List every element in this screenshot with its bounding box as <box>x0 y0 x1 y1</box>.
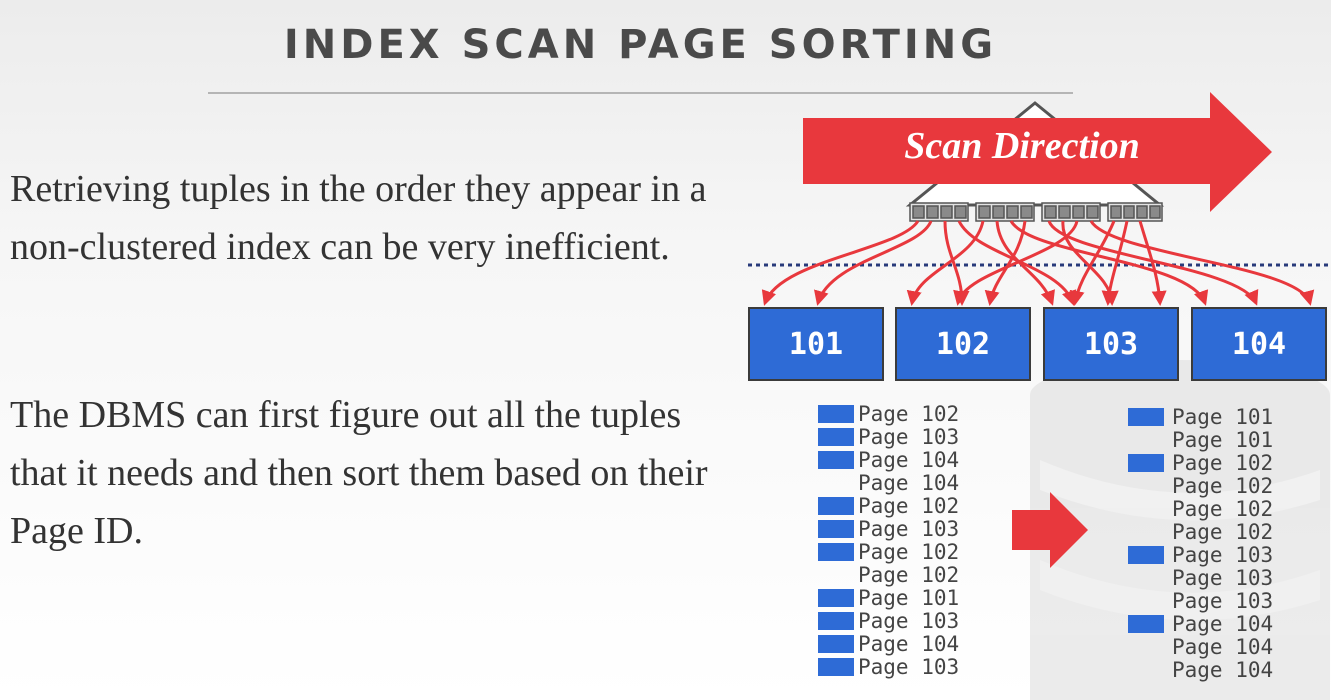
tuple-marker <box>818 543 854 561</box>
tuple-marker <box>1128 408 1164 426</box>
tuple-page-label: Page 103 <box>858 655 960 679</box>
tuple-page-label: Page 104 <box>858 448 960 472</box>
tuple-marker <box>818 612 854 630</box>
tuple-page-label: Page 104 <box>858 471 960 495</box>
tuple-marker <box>818 635 854 653</box>
index-leaf-nodes <box>909 202 1163 222</box>
tuple-page-label: Page 102 <box>1172 474 1274 498</box>
tuple-marker <box>818 405 854 423</box>
tuple-page-label: Page 103 <box>1172 543 1274 567</box>
tuple-page-label: Page 103 <box>1172 566 1274 590</box>
tuple-page-label: Page 101 <box>858 586 960 610</box>
tuple-marker <box>1128 546 1164 564</box>
tuple-page-label: Page 102 <box>858 563 960 587</box>
tuple-page-label: Page 102 <box>858 540 960 564</box>
tuple-page-label: Page 101 <box>1172 428 1274 452</box>
page-box-102: 102 <box>895 307 1031 381</box>
scan-direction-label: Scan Direction <box>904 125 1140 167</box>
tuple-marker <box>818 589 854 607</box>
tuple-marker <box>818 451 854 469</box>
tuple-page-label: Page 103 <box>858 425 960 449</box>
tuple-marker <box>1128 615 1164 633</box>
tuple-page-label: Page 104 <box>1172 612 1274 636</box>
page-box-103: 103 <box>1043 307 1179 381</box>
paragraph-sort-by-page-id: The DBMS can first figure out all the tu… <box>10 394 708 552</box>
tuple-page-label: Page 104 <box>1172 635 1274 659</box>
tuple-page-label: Page 103 <box>858 609 960 633</box>
tuple-page-label: Page 102 <box>1172 451 1274 475</box>
tuple-marker <box>818 497 854 515</box>
slide-title: INDEX SCAN PAGE SORTING <box>283 22 998 68</box>
sort-arrow <box>1012 492 1088 568</box>
tuple-pointer-arrows <box>761 220 1315 306</box>
title-divider <box>208 92 1073 94</box>
tuple-marker <box>818 520 854 538</box>
tuple-page-label: Page 101 <box>1172 405 1274 429</box>
tuple-page-label: Page 103 <box>858 517 960 541</box>
tuple-page-label: Page 102 <box>858 494 960 518</box>
tuple-page-label: Page 104 <box>1172 658 1274 682</box>
tuple-marker <box>818 428 854 446</box>
tuple-page-label: Page 103 <box>1172 589 1274 613</box>
tuple-page-label: Page 102 <box>1172 497 1274 521</box>
tuple-page-label: Page 104 <box>858 632 960 656</box>
tuple-page-label: Page 102 <box>1172 520 1274 544</box>
page-box-104: 104 <box>1191 307 1327 381</box>
paragraph-retrieving-tuples: Retrieving tuples in the order they appe… <box>10 168 707 268</box>
page-box-101: 101 <box>748 307 884 381</box>
scan-direction-arrow <box>803 92 1272 212</box>
tuple-page-label: Page 102 <box>858 402 960 426</box>
tuple-marker <box>818 658 854 676</box>
tuple-marker <box>1128 454 1164 472</box>
